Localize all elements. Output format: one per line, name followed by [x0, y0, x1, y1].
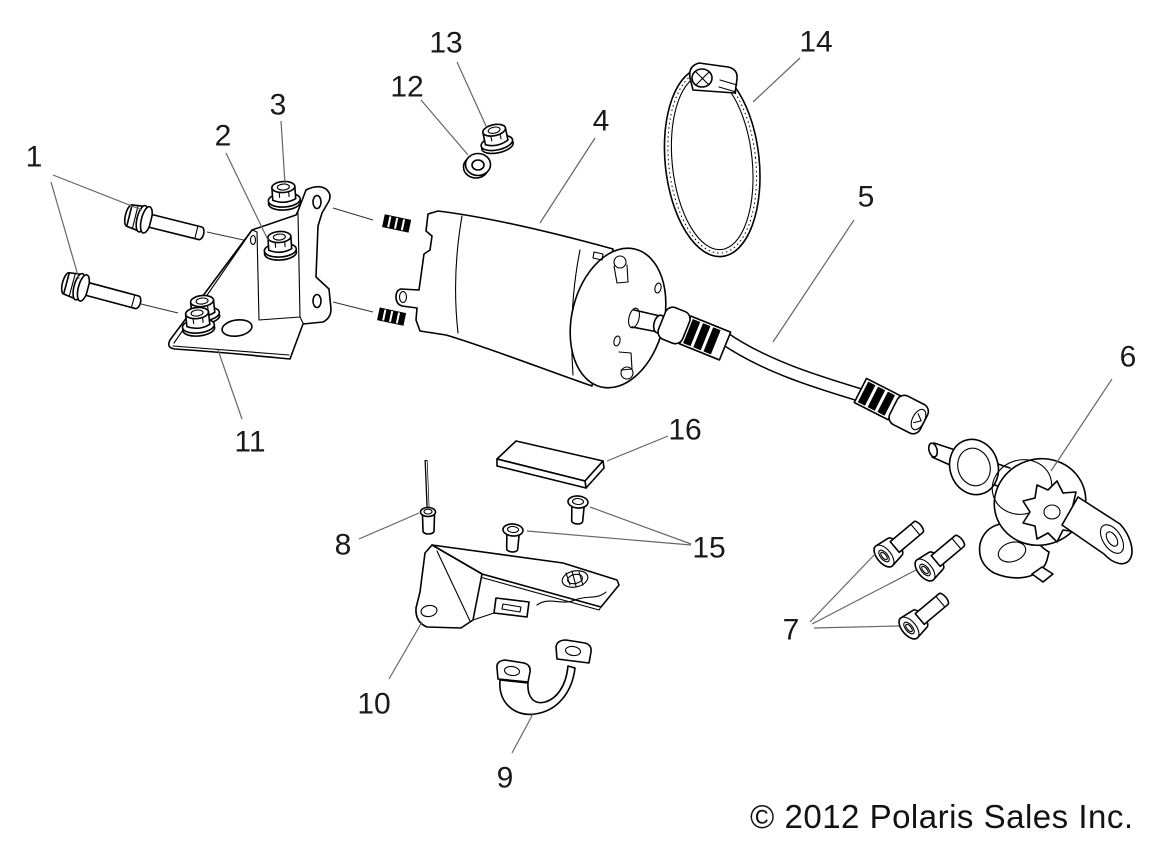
callout-4: 4: [593, 105, 610, 138]
part-lock-nut: [476, 120, 516, 157]
part-shoulder-screw: [419, 459, 437, 535]
part-strap-clamp: [496, 639, 592, 716]
alignment-line: [332, 301, 374, 313]
leader-line-3: [280, 120, 286, 185]
leader-line-4: [539, 137, 596, 224]
leader-line-14: [752, 57, 801, 103]
leader-line-5: [772, 219, 855, 343]
leader-line-8: [358, 512, 420, 540]
leader-line-1: [50, 181, 80, 280]
part-pan-screw-right: [565, 494, 590, 526]
leader-line-9: [511, 713, 534, 754]
leader-line-16: [606, 435, 669, 462]
callout-5: 5: [858, 181, 875, 214]
callout-1: 1: [26, 141, 43, 174]
motor-stud-upper: [382, 214, 412, 233]
callout-6: 6: [1120, 341, 1137, 374]
part-pad: [496, 440, 605, 489]
callout-9: 9: [497, 762, 514, 795]
part-starter-cable: [657, 306, 930, 435]
part-flange-bolt-upper: [121, 200, 208, 249]
callout-2: 2: [215, 120, 232, 153]
leader-line-13: [456, 61, 487, 127]
part-starter-motor: [377, 210, 667, 389]
callout-14: 14: [799, 26, 832, 59]
leader-line-15: [589, 506, 692, 545]
leader-line-12: [420, 99, 469, 156]
leader-line-11: [217, 349, 243, 420]
leader-line-2: [225, 152, 269, 241]
leader-line-1: [52, 174, 143, 211]
part-heat-shield: [415, 544, 620, 629]
leader-line-7: [811, 569, 917, 625]
part-flange-bolt-lower: [58, 268, 145, 318]
callout-13: 13: [429, 27, 462, 60]
part-pan-screw-left: [500, 522, 525, 554]
callout-12: 12: [390, 71, 423, 104]
part-socket-bolt-c: [894, 586, 955, 644]
callout-8: 8: [335, 529, 352, 562]
motor-stud-lower: [377, 307, 407, 326]
leader-lines-layer: [50, 57, 1113, 754]
callout-3: 3: [270, 89, 287, 122]
alignment-lines-layer: [140, 207, 374, 314]
copyright-text: © 2012 Polaris Sales Inc.: [750, 798, 1134, 835]
callout-16: 16: [668, 414, 701, 447]
alignment-line: [332, 207, 374, 221]
part-hose-clamp: [663, 62, 761, 258]
callout-11: 11: [234, 426, 265, 459]
leader-line-7: [809, 552, 877, 623]
callout-10: 10: [357, 688, 390, 721]
leader-line-10: [388, 621, 423, 680]
part-drive-gear-assembly: [927, 438, 1133, 583]
callout-15: 15: [692, 532, 725, 565]
part-socket-bolt-b: [910, 528, 971, 586]
leader-line-6: [1050, 378, 1113, 472]
part-washer: [462, 152, 492, 179]
leader-line-7: [813, 625, 900, 629]
alignment-line: [206, 231, 249, 242]
part-flange-nut-free: [266, 179, 302, 212]
callout-7: 7: [783, 614, 800, 647]
leader-line-15: [526, 530, 692, 546]
alignment-line: [140, 303, 179, 314]
